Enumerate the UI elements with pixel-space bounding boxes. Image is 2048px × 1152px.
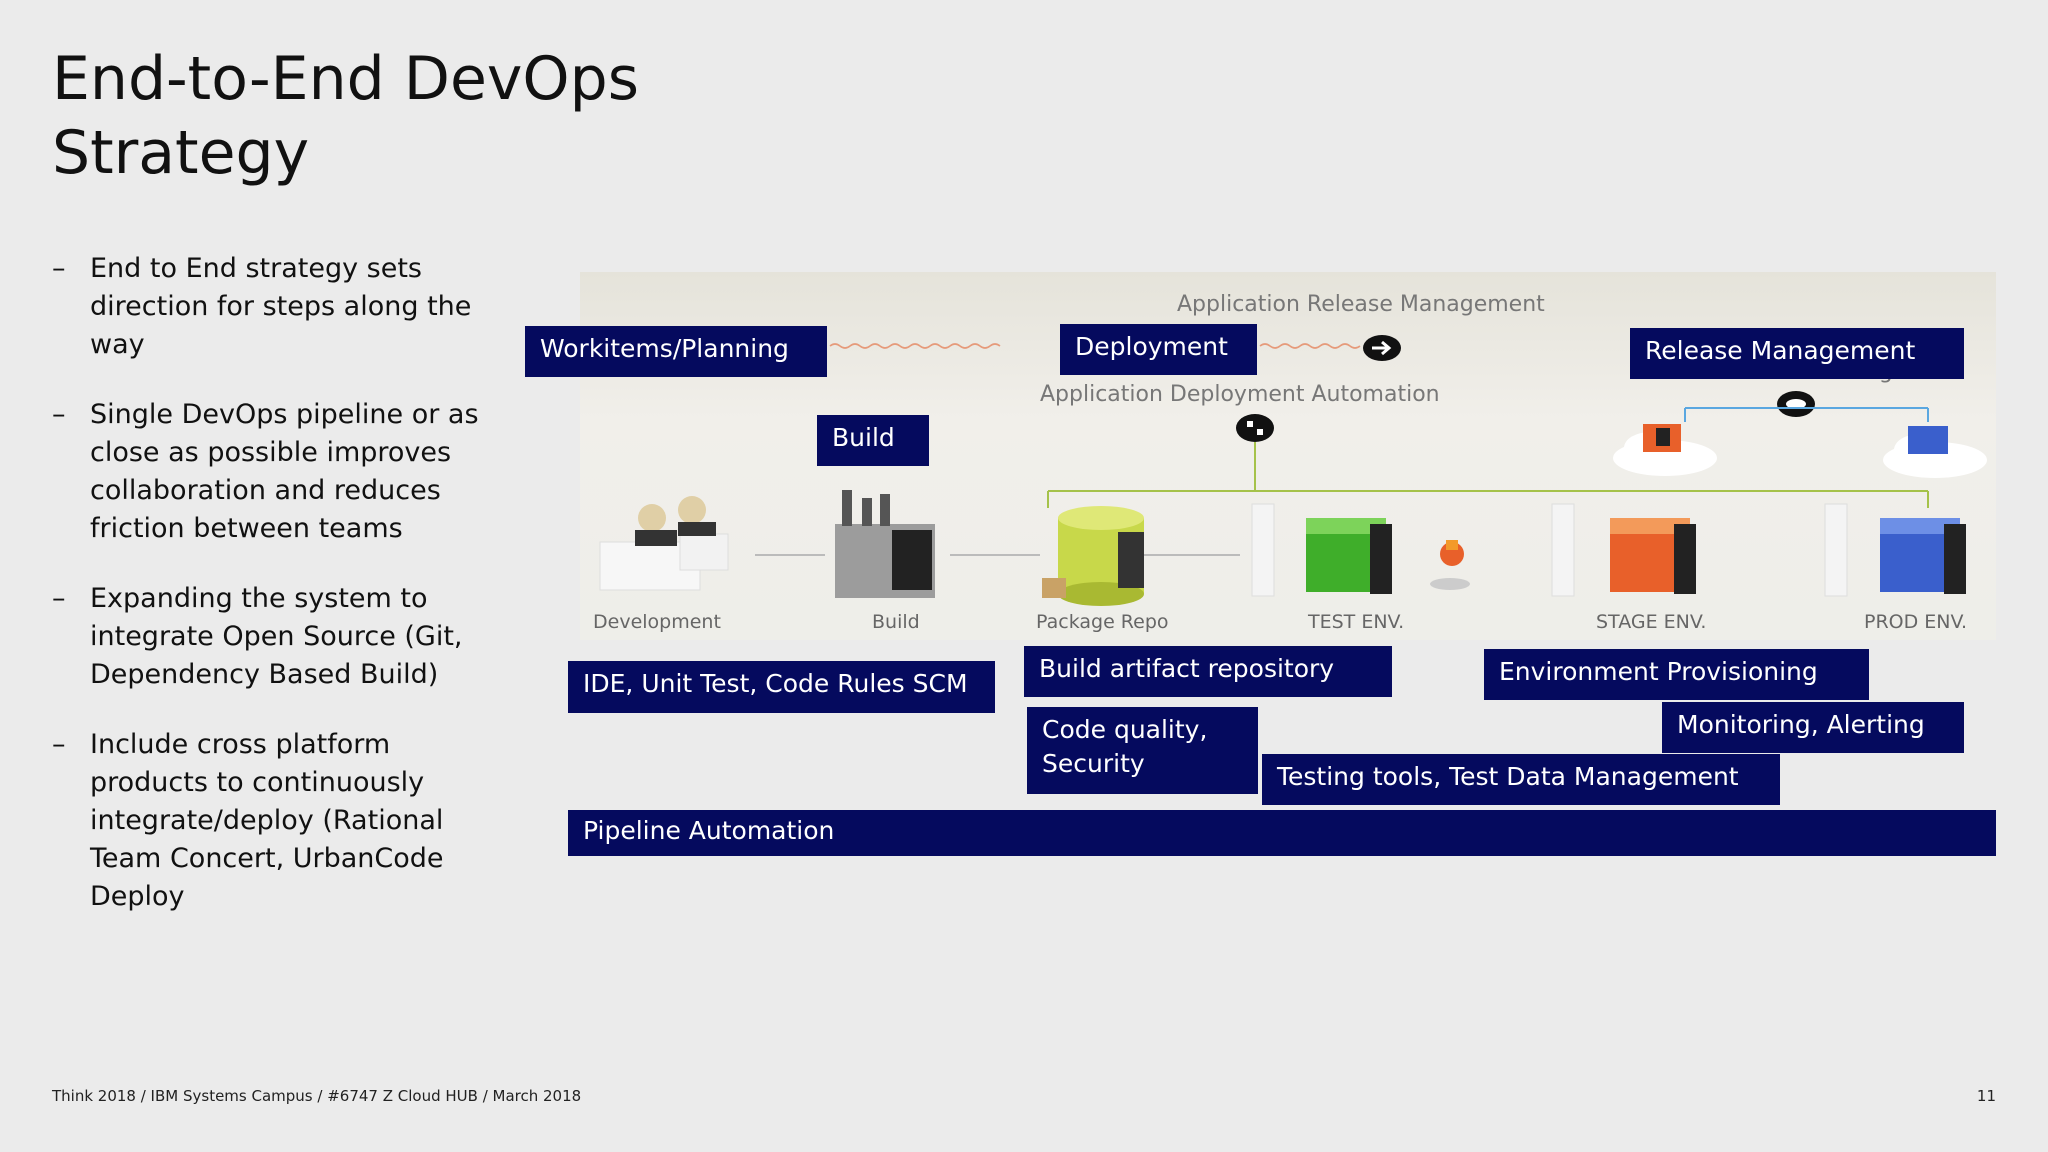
cloud-left-icon <box>1613 424 1717 476</box>
code-quality-line-2: Security <box>1042 749 1145 778</box>
label-release-management: Release Management <box>1630 328 1964 379</box>
bullet-list: –End to End strategy sets direction for … <box>52 250 482 948</box>
package-repo-icon <box>1042 506 1144 606</box>
deployment-gear-icon <box>1236 414 1274 442</box>
bullet-item: –Single DevOps pipeline or as close as p… <box>52 396 482 548</box>
bullet-item: –Expanding the system to integrate Open … <box>52 580 482 694</box>
cloud-right-icon <box>1883 426 1987 478</box>
label-monitoring-alerting: Monitoring, Alerting <box>1662 702 1964 753</box>
label-code-quality-security: Code quality, Security <box>1027 707 1258 794</box>
label-testing-tools: Testing tools, Test Data Management <box>1262 754 1780 805</box>
bullet-text: End to End strategy sets direction for s… <box>90 253 472 360</box>
stage-label-package-repo: Package Repo <box>1036 611 1169 633</box>
footer-text: Think 2018 / IBM Systems Campus / #6747 … <box>52 1087 582 1105</box>
label-deployment: Deployment <box>1060 324 1257 375</box>
bullet-item: –Include cross platform products to cont… <box>52 726 482 916</box>
prod-env-icon <box>1824 503 1966 597</box>
label-ide-unit-test: IDE, Unit Test, Code Rules SCM <box>568 661 995 713</box>
bullet-text: Expanding the system to integrate Open S… <box>90 583 463 690</box>
page-number: 11 <box>1976 1087 1996 1105</box>
stage-env-icon <box>1551 503 1696 597</box>
test-env-icon <box>1251 503 1470 597</box>
label-build: Build <box>817 415 929 466</box>
title-line-2: Strategy <box>52 118 310 188</box>
label-build-artifact-repository: Build artifact repository <box>1024 646 1392 697</box>
title-line-1: End-to-End DevOps <box>52 44 639 114</box>
bullet-marker: – <box>52 729 66 760</box>
stage-label-stage-env: STAGE ENV. <box>1596 611 1706 633</box>
bullet-marker: – <box>52 583 66 614</box>
stage-label-development: Development <box>593 611 721 633</box>
cloud-arrow-icon <box>1777 391 1815 417</box>
stage-label-prod-env: PROD ENV. <box>1864 611 1967 633</box>
band-label-deployment: Application Deployment Automation <box>1040 382 1440 407</box>
label-pipeline-automation: Pipeline Automation <box>568 810 1996 856</box>
development-icon <box>599 496 729 591</box>
stage-label-test-env: TEST ENV. <box>1307 611 1404 633</box>
bullet-marker: – <box>52 399 66 430</box>
release-wave-line <box>829 343 1001 349</box>
build-factory-icon <box>835 490 935 598</box>
stage-label-build: Build <box>872 611 920 633</box>
bullet-text: Single DevOps pipeline or as close as po… <box>90 399 479 544</box>
page-title: End-to-End DevOps Strategy <box>52 42 639 190</box>
release-arrow-icon <box>1363 335 1401 361</box>
label-environment-provisioning: Environment Provisioning <box>1484 649 1869 700</box>
bullet-marker: – <box>52 253 66 284</box>
code-quality-line-1: Code quality, <box>1042 715 1208 744</box>
bullet-item: –End to End strategy sets direction for … <box>52 250 482 364</box>
deploy-wave-line <box>1259 343 1361 349</box>
bullet-text: Include cross platform products to conti… <box>90 729 444 912</box>
label-workitems-planning: Workitems/Planning <box>525 326 827 377</box>
band-label-release: Application Release Management <box>1177 292 1545 317</box>
